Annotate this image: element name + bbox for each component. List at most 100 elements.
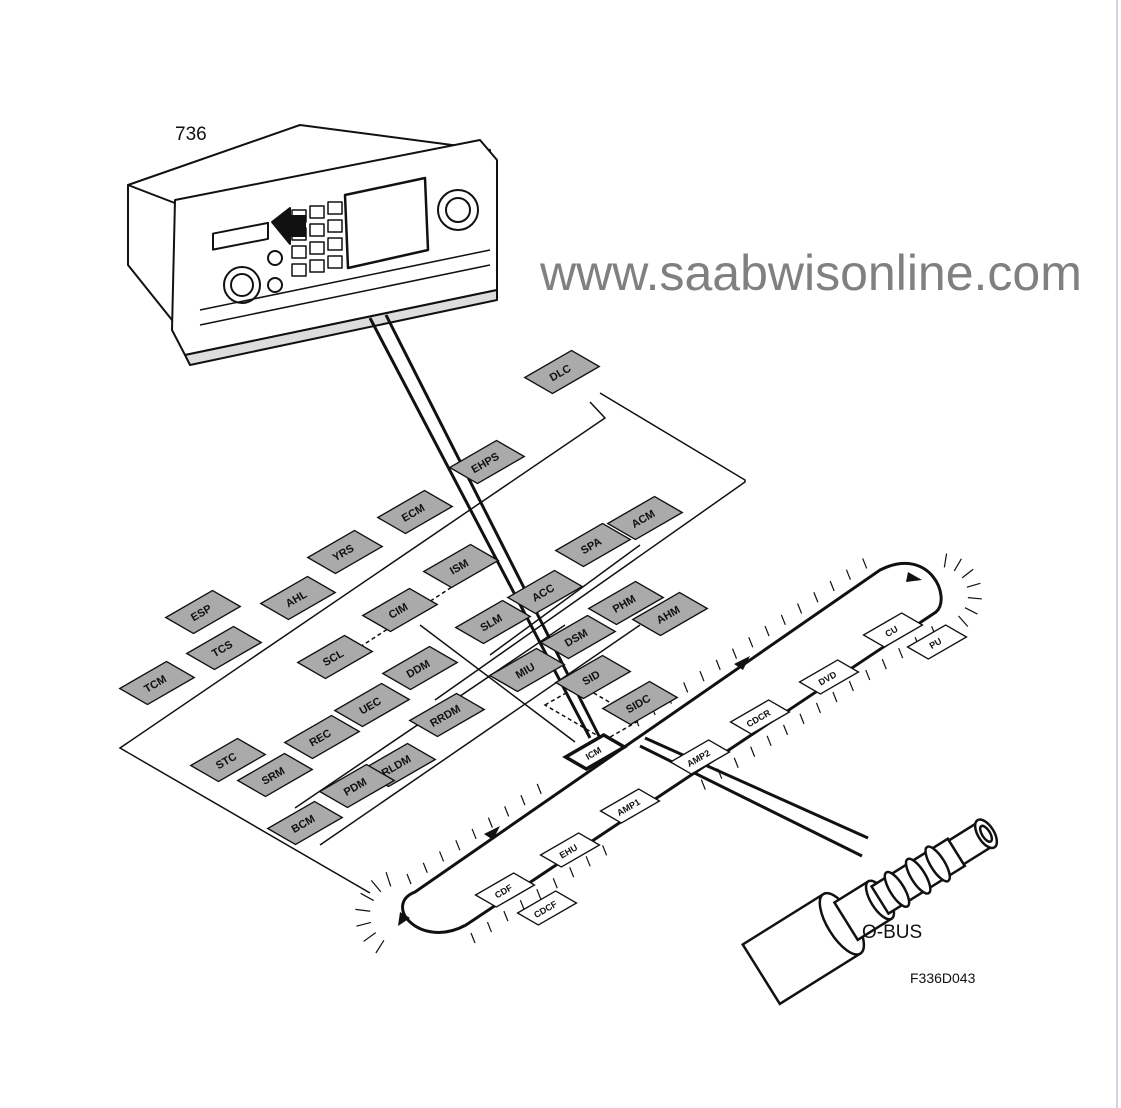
- ring-tick: [797, 603, 803, 614]
- module-ddm: DDM: [381, 645, 459, 691]
- module-phm: PHM: [587, 580, 665, 626]
- module-cdcf: CDCF: [516, 890, 578, 926]
- module-tcs: TCS: [185, 625, 263, 671]
- ring-tick: [733, 757, 739, 768]
- module-box: [587, 580, 665, 626]
- module-box: [599, 788, 661, 824]
- module-box: [516, 890, 578, 926]
- ring-tick: [422, 862, 428, 873]
- module-yrs: YRS: [306, 529, 384, 575]
- module-box: [862, 612, 924, 648]
- direction-arrow-icon: [906, 572, 922, 582]
- module-ehps: EHPS: [448, 439, 526, 485]
- ring-tick: [813, 592, 819, 603]
- direction-arrow-icon: [398, 912, 410, 926]
- module-rec: REC: [283, 714, 361, 760]
- ring-tick: [370, 879, 382, 893]
- ring-tick: [731, 648, 738, 659]
- module-box: [454, 599, 532, 645]
- module-box: [422, 543, 500, 589]
- ring-tick: [782, 724, 789, 736]
- module-box: [631, 591, 709, 637]
- ring-tick: [486, 921, 493, 933]
- module-cim: CIM: [361, 587, 439, 633]
- ring-tick: [953, 558, 962, 572]
- ring-tick: [829, 580, 835, 592]
- ring-tick: [865, 669, 871, 681]
- arrow-icon: [271, 207, 306, 245]
- ring-tick: [363, 932, 377, 942]
- module-dlc: DLC: [523, 349, 601, 395]
- module-box: [236, 752, 314, 798]
- figure-code: F336D043: [910, 970, 976, 986]
- ring-tick: [375, 940, 385, 954]
- module-amp1: AMP1: [599, 788, 661, 824]
- modules: DLCEHPSECMYRSISMSPAACMAHLESPTCSCIMACCSLM…: [118, 349, 968, 926]
- ring-tick: [848, 680, 854, 692]
- module-dvd: DVD: [798, 659, 860, 695]
- ring-tick: [958, 615, 969, 627]
- ring-tick: [780, 614, 786, 626]
- ring-tick: [943, 553, 948, 568]
- module-box: [306, 529, 384, 575]
- module-box: [283, 714, 361, 760]
- module-ism: ISM: [422, 543, 500, 589]
- ring-tick: [699, 670, 705, 682]
- ring-tick: [764, 625, 770, 637]
- module-box: [554, 654, 632, 700]
- direction-arrow-icon: [734, 656, 750, 670]
- ring-tick: [519, 899, 525, 911]
- ring-tick: [569, 867, 575, 878]
- module-acc: ACC: [506, 569, 584, 615]
- module-miu: MIU: [488, 647, 566, 693]
- module-ahl: AHL: [259, 575, 337, 621]
- ring-tick: [832, 691, 838, 703]
- module-ecm: ECM: [376, 489, 454, 535]
- pointer-lines: [368, 314, 869, 858]
- module-box: [333, 682, 411, 728]
- module-amp2: AMP2: [669, 739, 731, 775]
- module-cdcr: CDCR: [729, 699, 791, 735]
- ring-tick: [406, 873, 412, 885]
- ring-tick: [355, 908, 371, 912]
- module-cu: CU: [862, 612, 924, 648]
- module-box: [798, 659, 860, 695]
- ring-tick: [360, 892, 374, 902]
- module-scl: SCL: [296, 634, 374, 680]
- module-box: [506, 569, 584, 615]
- ring-tick: [536, 888, 542, 900]
- ring-tick: [766, 735, 772, 747]
- module-box: [488, 647, 566, 693]
- module-box: [448, 439, 526, 485]
- module-box: [539, 832, 601, 868]
- module-box: [539, 614, 617, 660]
- module-box: [554, 522, 632, 568]
- ring-tick: [799, 713, 805, 725]
- module-box: [259, 575, 337, 621]
- module-box: [381, 645, 459, 691]
- ring-tick: [602, 845, 608, 856]
- ring-tick: [966, 582, 981, 588]
- ring-tick: [470, 932, 476, 944]
- ring-tick: [536, 783, 542, 795]
- watermark: www.saabwisonline.com: [539, 245, 1082, 301]
- module-spa: SPA: [554, 522, 632, 568]
- ring-tick: [504, 806, 510, 817]
- module-uec: UEC: [333, 682, 411, 728]
- module-pdm: PDM: [318, 763, 396, 809]
- ring-tick: [487, 817, 493, 828]
- module-box: [601, 680, 679, 726]
- o-bus-connector: [741, 818, 999, 1006]
- module-box: [376, 489, 454, 535]
- radio-unit-label: 736: [175, 124, 207, 145]
- module-sidc: SIDC: [601, 680, 679, 726]
- ring-tick: [862, 558, 868, 569]
- module-box: [408, 692, 486, 738]
- module-rrdm: RRDM: [408, 692, 486, 738]
- module-box: [266, 800, 344, 846]
- o-bus-label: O-BUS: [862, 922, 922, 943]
- ring-tick: [717, 768, 723, 779]
- module-ehu: EHU: [539, 832, 601, 868]
- module-pu: PU: [906, 624, 968, 660]
- ring-tick: [552, 878, 558, 889]
